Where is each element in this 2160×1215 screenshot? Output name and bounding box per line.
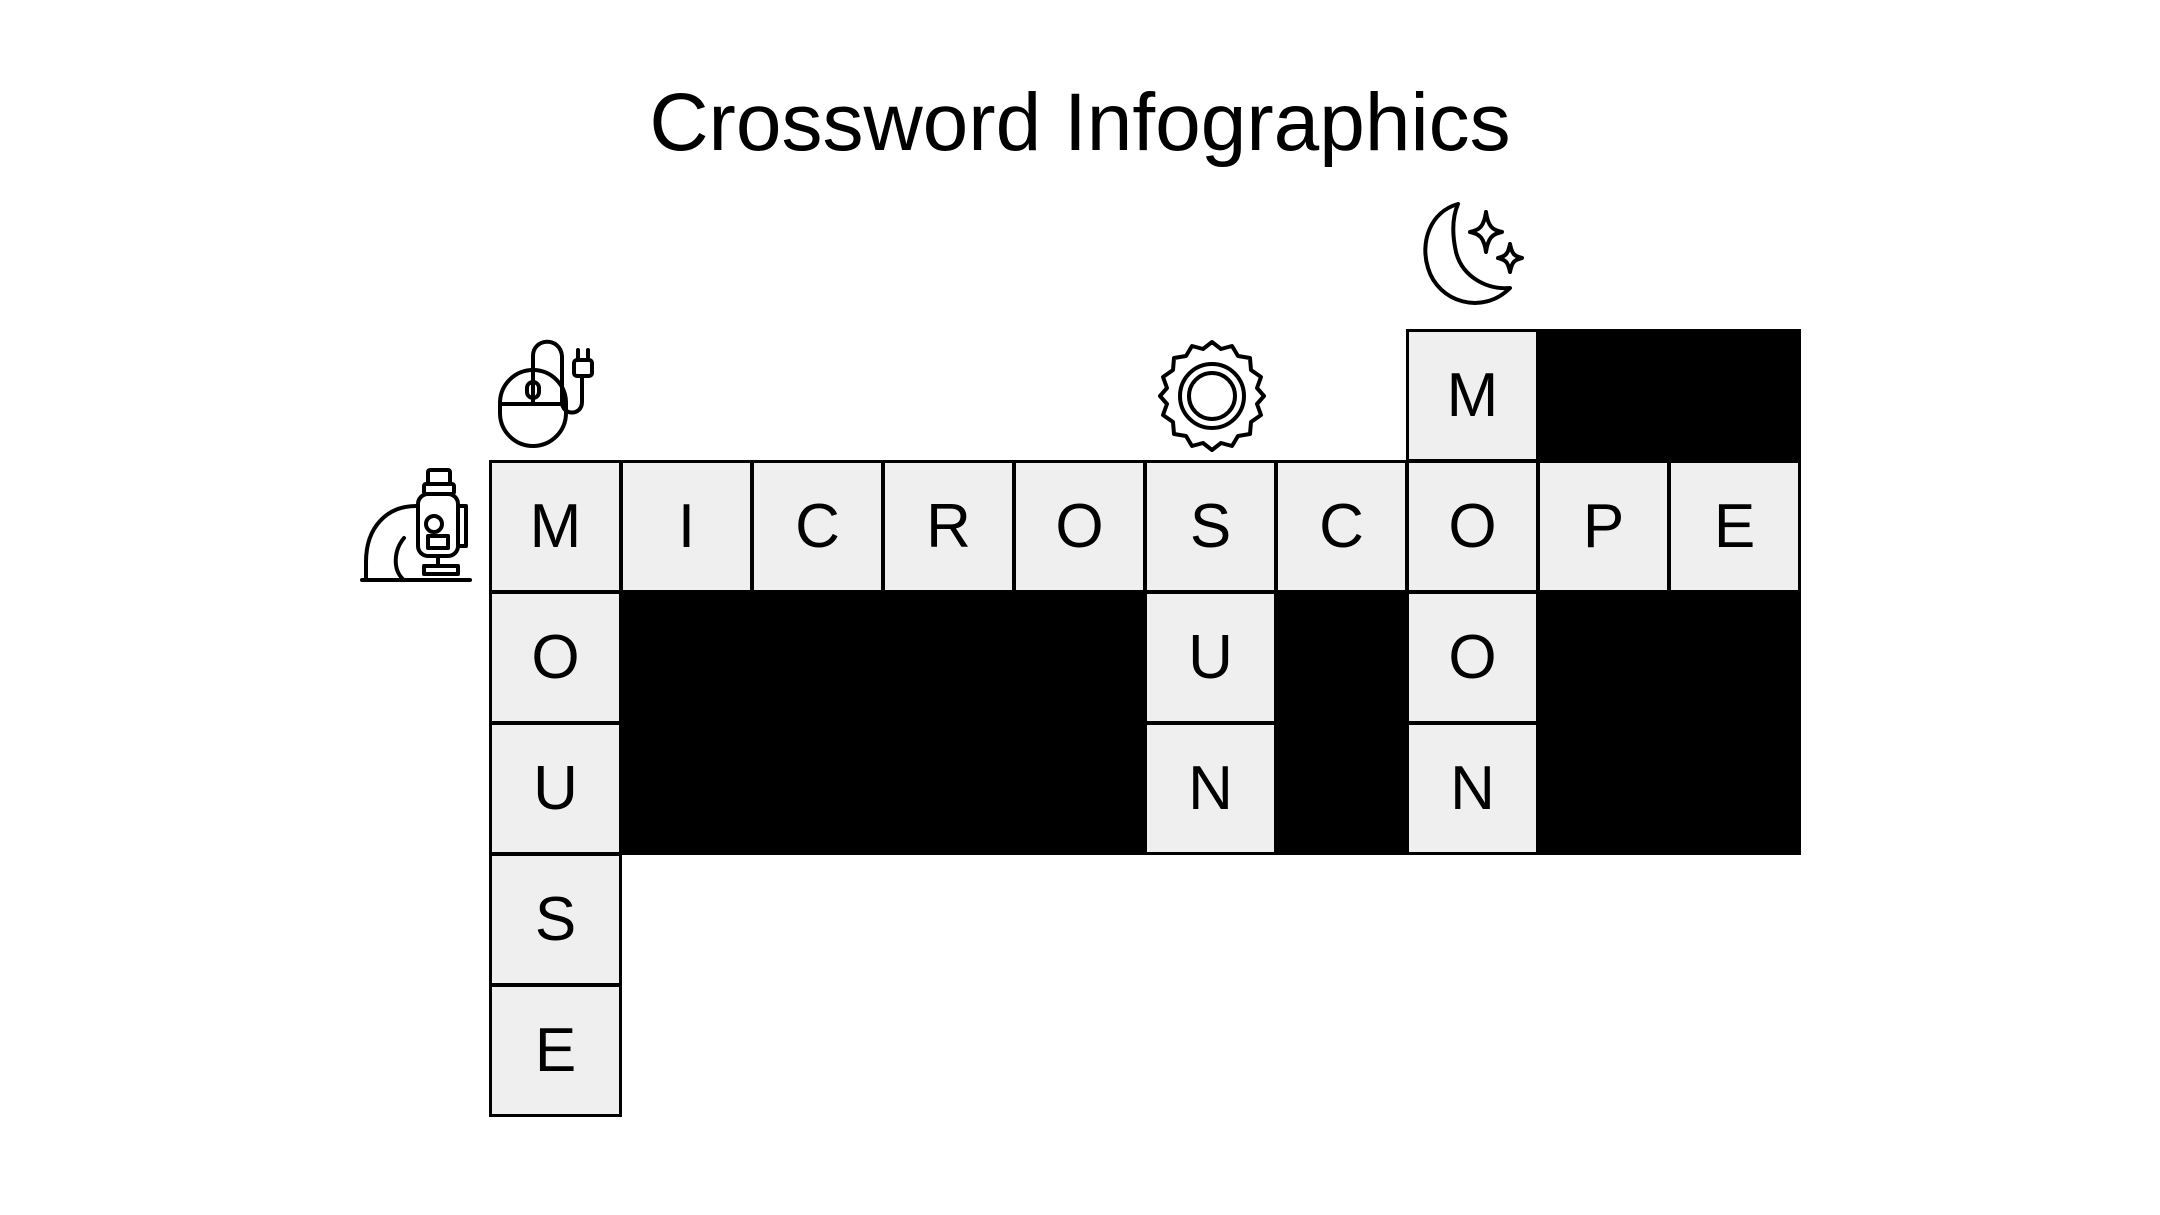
letter-cell: E bbox=[489, 984, 622, 1117]
letter-cell: C bbox=[751, 460, 884, 593]
letter-cell: N bbox=[1406, 722, 1539, 855]
sun-icon bbox=[1154, 338, 1270, 454]
page-title: Crossword Infographics bbox=[649, 77, 1511, 168]
letter-cell: N bbox=[1144, 722, 1277, 855]
moon-stars-icon bbox=[1418, 198, 1534, 316]
letter-cell: E bbox=[1668, 460, 1801, 593]
letter-cell: R bbox=[882, 460, 1015, 593]
letter-cell: O bbox=[489, 591, 622, 724]
letter-cell: M bbox=[1406, 329, 1539, 462]
letter-cell: U bbox=[1144, 591, 1277, 724]
letter-cell: O bbox=[1406, 460, 1539, 593]
letter-cell: O bbox=[1406, 591, 1539, 724]
microscope-icon bbox=[358, 466, 478, 590]
letter-cell: S bbox=[1144, 460, 1277, 593]
letter-cell: U bbox=[489, 722, 622, 855]
letter-cell: M bbox=[489, 460, 622, 593]
letter-cell: O bbox=[1013, 460, 1146, 593]
computer-mouse-icon bbox=[496, 332, 616, 450]
letter-cell: P bbox=[1537, 460, 1670, 593]
letter-cell: C bbox=[1275, 460, 1408, 593]
letter-cell: S bbox=[489, 853, 622, 986]
letter-cell: I bbox=[620, 460, 753, 593]
black-block bbox=[1537, 329, 1801, 462]
